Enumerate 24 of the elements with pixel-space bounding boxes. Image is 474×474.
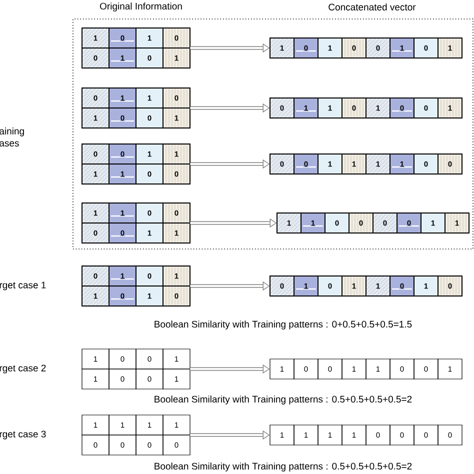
binary-matrix (82, 28, 190, 68)
binary-vector (276, 212, 470, 234)
dotted-frame (72, 18, 474, 250)
binary-vector (270, 424, 462, 446)
binary-matrix (82, 414, 190, 456)
case-label: rget case 2 (0, 364, 46, 374)
binary-vector (270, 154, 462, 174)
binary-vector (270, 358, 462, 380)
case-label: rget case 3 (0, 430, 46, 440)
binary-matrix (82, 202, 190, 244)
binary-matrix (82, 348, 190, 390)
column-heading: Concatenated vector (328, 4, 416, 10)
binary-vector (270, 276, 462, 296)
binary-vector (270, 38, 462, 58)
similarity-note: Boolean Similarity with Training patterns : 0.5+0.5+0.5+0.5=2 (154, 396, 412, 404)
group-label: aining ases (0, 128, 24, 146)
similarity-note: Boolean Similarity with Training patterns : 0+0.5+0.5+0.5=1.5 (154, 320, 412, 330)
similarity-note: Boolean Similarity with Training patterns : 0.5+0.5+0.5+0.5=2 (154, 462, 412, 472)
case-label: rget case 1 (0, 282, 46, 290)
binary-matrix (82, 88, 190, 128)
binary-matrix (82, 144, 190, 184)
column-heading: Original Information (100, 2, 182, 12)
binary-vector (270, 98, 462, 118)
binary-matrix (82, 266, 190, 306)
